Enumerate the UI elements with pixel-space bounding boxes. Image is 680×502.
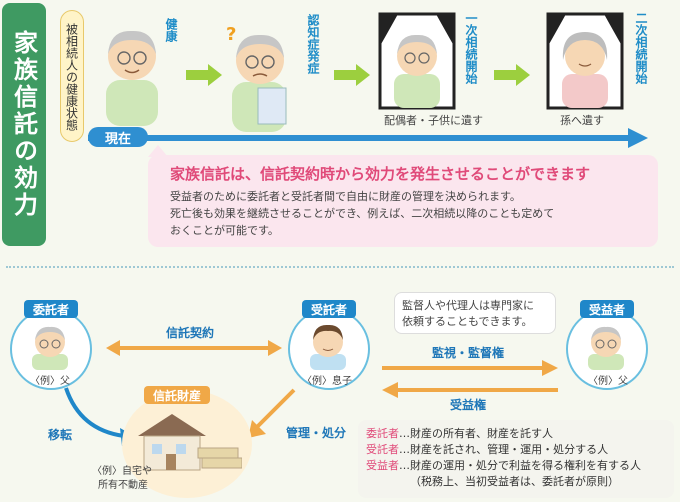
portrait-frame-man [378,12,456,110]
definition-settlor: 委託者…財産の所有者、財産を託す人 [366,426,553,442]
now-label: 現在 [88,127,148,147]
effect-heading: 家族信託は、信託契約時から効力を発生させることができます [170,163,590,184]
healthy-elder-illustration [96,22,168,126]
portrait-frame-woman [546,12,624,110]
beneficiary-tag: 受益者 [580,300,634,318]
caption-first: 配偶者・子供に遺す [384,112,483,128]
pointer-icon [148,145,168,157]
tax-note: （税務上、当初受益者は、委託者が原則） [410,474,619,490]
note-line-1: 監督人や代理人は専門家に [402,297,534,313]
stage-second-inheritance: 二次相続開始 [633,12,650,108]
caption-second: 孫へ遺す [560,112,604,128]
dementia-elder-illustration: ? [220,22,298,132]
section-divider [6,266,674,268]
beneficiary-face [580,318,632,370]
svg-text:?: ? [226,24,236,45]
stage-healthy: 健康 [163,18,180,42]
oversight-arrow [382,360,558,376]
trust-property-tag: 信託財産 [144,386,210,404]
sidebar-title: 家族信託の効力 [2,3,46,246]
trustee-tag: 受託者 [302,300,356,318]
beneficiary-example: 〈例〉父 [588,372,628,387]
stage-dementia: 認知症発症 [305,14,322,104]
arrow-right-icon [494,64,530,86]
effect-line-1: 受益者のために委託者と受託者間で自由に財産の管理を決められます。 [170,188,521,205]
definition-trustee: 受託者…財産を託され、管理・運用・処分する人 [366,442,608,458]
management-label: 管理・処分 [286,424,346,441]
oversight-label: 監視・監督権 [432,344,504,361]
health-status-label: 被相続人の健康状態 [60,10,84,142]
trust-property-caption-1: 〈例〉自宅や [92,462,152,477]
trustee-example: 〈例〉息子 [302,372,352,387]
effect-line-2: 死亡後も効果を継続させることができ、例えば、二次相続以降のことも定めて [170,205,554,222]
timeline-arrow [88,128,648,148]
settlor-example: 〈例〉父 [30,372,70,387]
arrow-right-icon [334,64,370,86]
contract-label: 信託契約 [166,324,214,341]
definition-beneficiary: 受益者…財産の運用・処分で利益を得る権利を有する人 [366,458,641,474]
stage-first-inheritance: 一次相続開始 [463,12,480,108]
note-line-2: 依頼することもできます。 [402,313,532,329]
contract-double-arrow [106,340,282,356]
trust-property-caption-2: 所有不動産 [98,476,148,491]
arrow-right-icon [186,64,222,86]
settlor-face [24,318,76,370]
settlor-tag: 委託者 [24,300,78,318]
transfer-label: 移転 [48,426,72,443]
trustee-face [302,318,354,370]
beneficial-right-label: 受益権 [450,396,486,413]
effect-line-3: おくことが可能です。 [170,222,279,239]
